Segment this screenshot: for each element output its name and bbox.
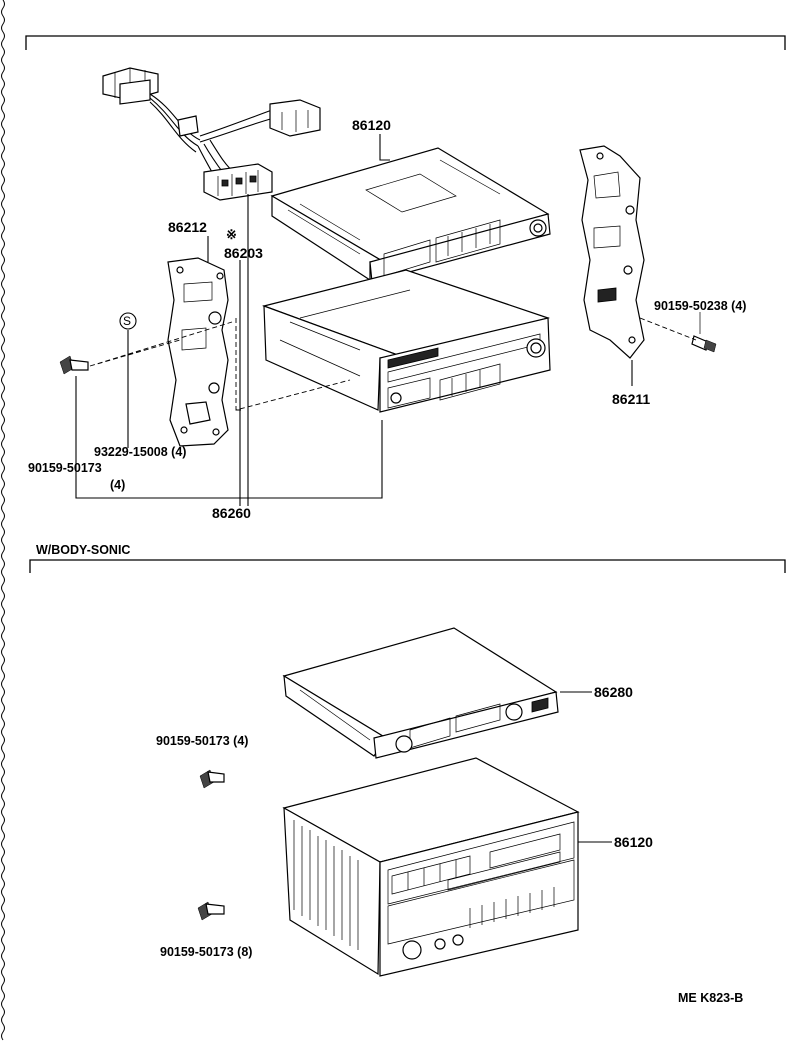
head-unit-86120-top	[270, 147, 551, 283]
screw-a-part: 90159-50173	[156, 734, 230, 748]
screw-right	[691, 335, 717, 353]
tuner-86280	[282, 627, 559, 759]
wire-harness	[102, 67, 321, 201]
screw-b-part: 90159-50173	[160, 945, 234, 959]
label-screw-left-qty: (4)	[110, 478, 126, 492]
screw-s-qty: (4)	[171, 445, 187, 459]
bracket-86212	[167, 257, 229, 447]
screw-a-qty: (4)	[233, 734, 249, 748]
label-86211: 86211	[612, 391, 651, 407]
label-86203: 86203	[224, 245, 263, 261]
label-86120-bottom: 86120	[614, 834, 653, 850]
screw-b	[197, 901, 225, 921]
leader-86120-top	[379, 134, 390, 161]
label-screw-b: 90159-50173 (8)	[160, 946, 252, 959]
leader-screw-left	[75, 376, 383, 499]
screw-left	[59, 355, 89, 375]
section-title: W/BODY-SONIC	[36, 543, 131, 557]
cassette-unit	[261, 269, 551, 413]
label-screw-s: 93229-15008 (4)	[94, 446, 186, 459]
perforated-edge	[1, 0, 5, 1041]
harness-mark: ※	[226, 227, 237, 242]
screw-right-qty: (4)	[731, 299, 747, 313]
screw-left-guide	[89, 321, 233, 367]
label-86260: 86260	[212, 505, 251, 521]
head-unit-86120-bottom	[282, 757, 580, 977]
bottom-section-frame	[29, 559, 786, 573]
bracket-86211	[579, 145, 645, 359]
label-86120-top: 86120	[352, 117, 391, 133]
label-86280: 86280	[594, 684, 633, 700]
screw-right-part: 90159-50238	[654, 299, 728, 313]
top-section-frame	[25, 35, 786, 50]
label-86212: 86212	[168, 219, 207, 235]
diagram-code: ME K823-B	[678, 991, 744, 1005]
screw-b-qty: (8)	[237, 945, 253, 959]
s-mark: S	[123, 314, 132, 328]
screw-right-guide	[639, 317, 697, 341]
screw-s-part: 93229-15008	[94, 445, 168, 459]
label-screw-left: 90159-50173	[28, 461, 102, 475]
label-screw-a: 90159-50173 (4)	[156, 735, 248, 748]
s-mark-circle	[119, 312, 137, 330]
screw-a	[199, 769, 225, 789]
label-screw-right: 90159-50238 (4)	[654, 300, 746, 313]
